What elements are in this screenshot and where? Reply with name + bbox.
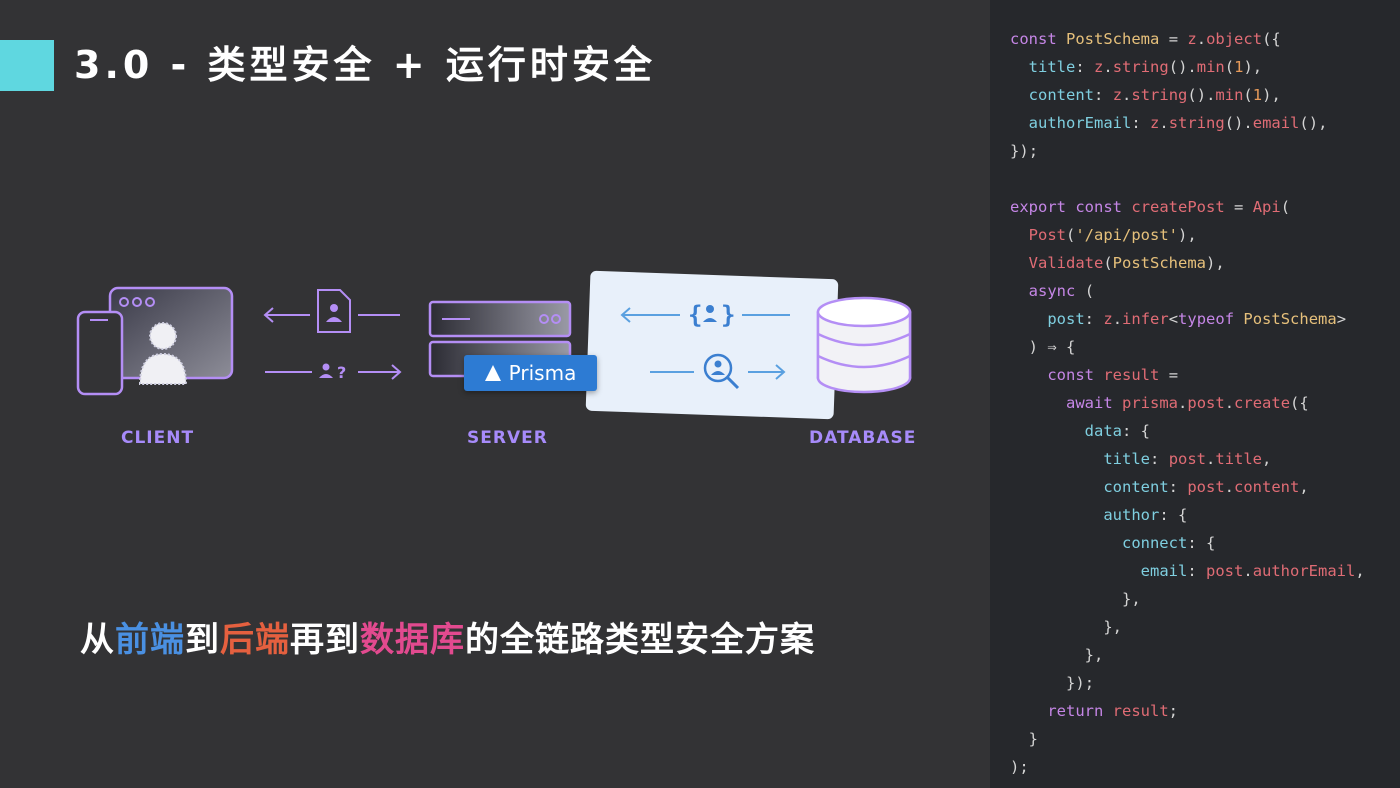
code-panel: const PostSchema = z.object({ title: z.s… bbox=[990, 0, 1400, 788]
subtitle-frontend: 前端 bbox=[115, 620, 185, 660]
prisma-label: Prisma bbox=[508, 361, 577, 385]
code-line: Validate(PostSchema), bbox=[1028, 254, 1225, 272]
code-line: const result = bbox=[1047, 366, 1179, 384]
code-line: author: { bbox=[1103, 506, 1188, 524]
subtitle-part: 的全链路类型安全方案 bbox=[465, 620, 815, 660]
user-question-icon: ? bbox=[319, 363, 346, 382]
code-line: return result; bbox=[1047, 702, 1179, 720]
code-line: const PostSchema = z.object({ bbox=[1010, 30, 1281, 48]
subtitle-backend: 后端 bbox=[220, 620, 290, 660]
database-icon bbox=[816, 296, 912, 394]
code-block: const PostSchema = z.object({ title: z.s… bbox=[1010, 25, 1365, 781]
client-label: CLIENT bbox=[121, 428, 195, 448]
code-line bbox=[1010, 165, 1365, 193]
code-line: data: { bbox=[1084, 422, 1151, 440]
architecture-diagram: ? { bbox=[60, 260, 940, 460]
slide-title: 3.0 - 类型安全 + 运行时安全 bbox=[74, 43, 656, 87]
code-line: ) ⇒ { bbox=[1028, 338, 1076, 356]
svg-text:?: ? bbox=[337, 363, 346, 382]
code-line: await prisma.post.create({ bbox=[1066, 394, 1309, 412]
title-accent-block bbox=[0, 40, 54, 91]
code-line: title: z.string().min(1), bbox=[1028, 58, 1263, 76]
database-label: DATABASE bbox=[809, 428, 917, 448]
prisma-logo-icon bbox=[484, 365, 501, 381]
search-user-icon bbox=[703, 353, 740, 390]
query-card bbox=[585, 270, 839, 420]
code-line: post: z.infer<typeof PostSchema> bbox=[1047, 310, 1347, 328]
subtitle-database: 数据库 bbox=[360, 620, 465, 660]
code-line: async ( bbox=[1028, 282, 1095, 300]
client-phone-icon bbox=[76, 310, 124, 396]
subtitle-part: 从 bbox=[80, 620, 115, 660]
json-user-icon: { } bbox=[688, 301, 735, 329]
code-line: authorEmail: z.string().email(), bbox=[1028, 114, 1328, 132]
code-line: } bbox=[1028, 730, 1039, 748]
code-line: }); bbox=[1066, 674, 1095, 692]
slide-area: 3.0 - 类型安全 + 运行时安全 bbox=[0, 40, 940, 661]
subtitle-part: 到 bbox=[185, 620, 220, 660]
slide-subtitle: 从前端到后端再到数据库的全链路类型安全方案 bbox=[80, 612, 815, 661]
code-line: export const createPost = Api( bbox=[1010, 198, 1291, 216]
card-arrows bbox=[620, 307, 790, 380]
code-line: }, bbox=[1103, 618, 1123, 636]
code-line: content: z.string().min(1), bbox=[1028, 86, 1281, 104]
code-line: }, bbox=[1084, 646, 1104, 664]
document-user-icon bbox=[317, 289, 351, 333]
svg-text:}: } bbox=[721, 301, 735, 329]
code-line: }, bbox=[1121, 590, 1141, 608]
code-line: content: post.content, bbox=[1103, 478, 1309, 496]
code-line: connect: { bbox=[1121, 534, 1216, 552]
code-line: email: post.authorEmail, bbox=[1140, 562, 1365, 580]
svg-text:{: { bbox=[688, 301, 702, 329]
client-server-arrows bbox=[263, 307, 402, 380]
code-line: ); bbox=[1010, 758, 1029, 776]
prisma-badge: Prisma bbox=[464, 355, 597, 391]
server-label: SERVER bbox=[467, 428, 548, 448]
code-line: }); bbox=[1010, 142, 1039, 160]
client-user-icon bbox=[138, 322, 188, 385]
code-line: Post('/api/post'), bbox=[1028, 226, 1197, 244]
subtitle-part: 再到 bbox=[290, 620, 360, 660]
code-line: title: post.title, bbox=[1103, 450, 1272, 468]
